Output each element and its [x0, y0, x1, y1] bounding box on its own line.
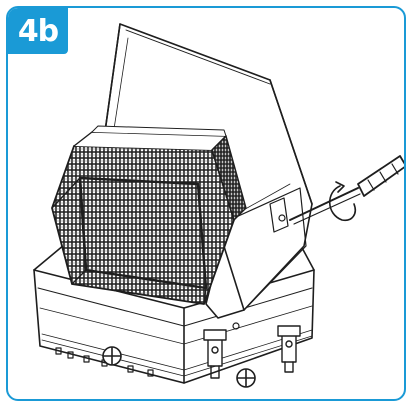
knockouts	[55, 347, 154, 377]
screw-left	[102, 346, 122, 366]
step-badge: 4b	[8, 8, 68, 54]
hinge-clip-left	[203, 329, 227, 379]
heat-sink	[51, 125, 247, 305]
step-label: 4b	[17, 13, 59, 49]
screw-right	[236, 368, 256, 388]
screwdriver-tool	[289, 155, 404, 225]
instruction-frame: 4b	[6, 6, 406, 401]
fixture-illustration	[33, 23, 404, 388]
rotation-arrow-icon	[328, 185, 357, 222]
hinge-clip-right	[277, 325, 301, 373]
